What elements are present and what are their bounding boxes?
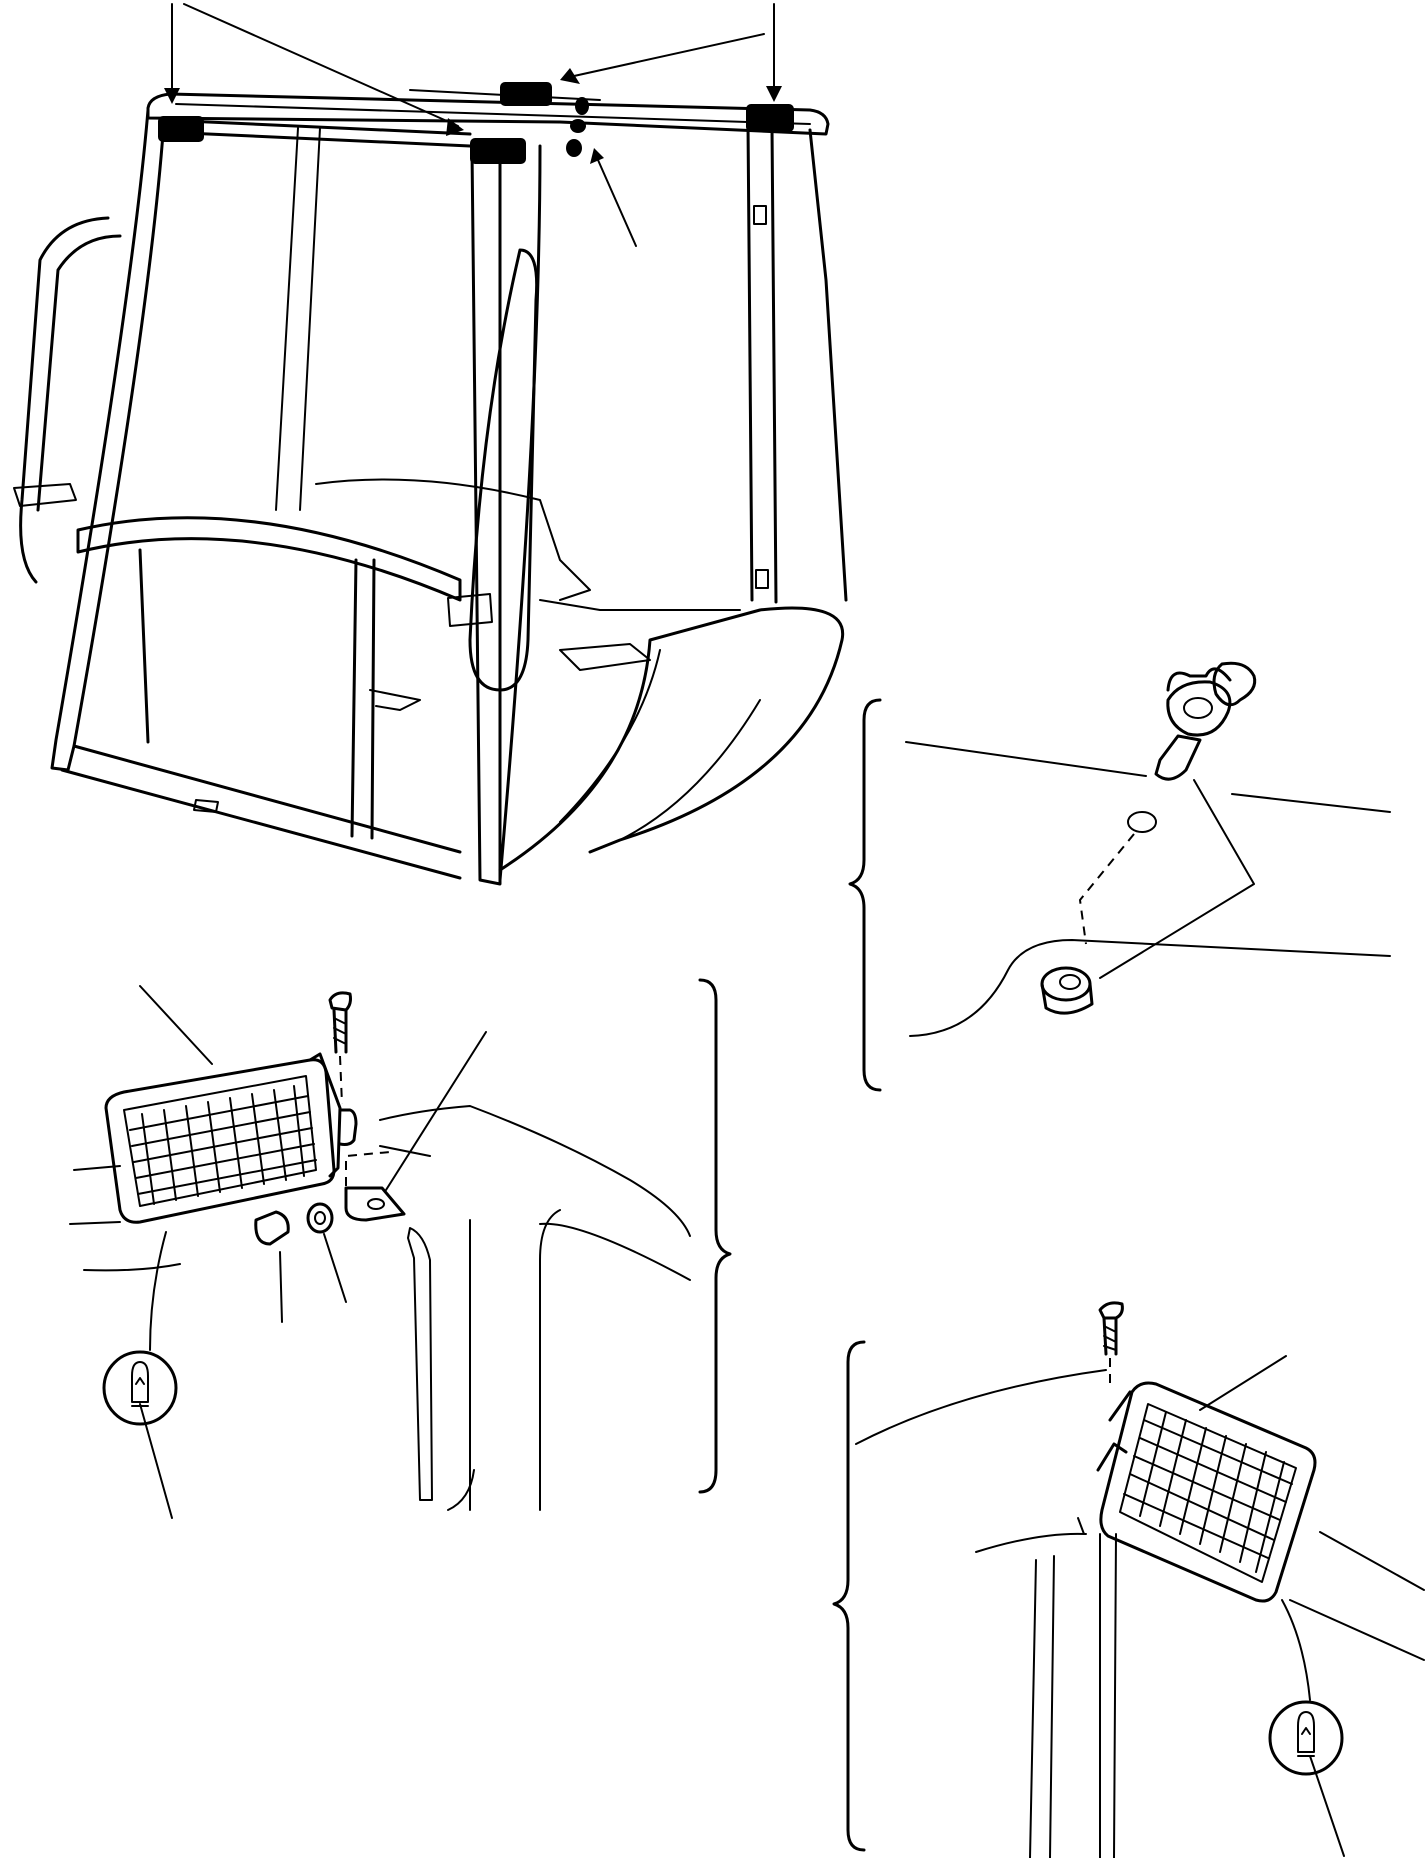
- socket-nut: [1040, 966, 1092, 1002]
- beacon-socket-mark-3: [566, 139, 582, 157]
- roof-edge-line-2: [1231, 793, 1391, 813]
- beacon-socket: [1040, 661, 1257, 1015]
- cab-roof: [146, 92, 830, 136]
- socket-shank: [1154, 734, 1202, 781]
- bulb-symbol-rear: [1268, 1700, 1344, 1776]
- roof-lamp-front-left: [158, 116, 204, 142]
- detail-brace-left: [698, 978, 732, 1494]
- socket-cap: [1212, 661, 1257, 707]
- rear-lamp-mount: [1096, 1390, 1132, 1472]
- lamp-washer: [306, 1202, 334, 1234]
- lamp-mount-boss: [338, 1108, 358, 1146]
- front-right-pillar: [470, 148, 502, 886]
- callout-leader-bulb: [139, 1403, 173, 1519]
- callout-leader-bracket: [385, 1031, 487, 1191]
- beacon-socket-mark-1: [575, 97, 589, 115]
- lamp-housing-side: [308, 1052, 342, 1178]
- rear-lamp-lens: [1119, 1403, 1297, 1583]
- callout-leader-washer: [323, 1233, 347, 1303]
- bulb-link-line: [149, 1231, 167, 1351]
- lamp-pivot-bolt: [254, 1210, 290, 1246]
- rear-work-lamp: [1096, 1381, 1317, 1603]
- socket-callout-leader: [1099, 779, 1255, 979]
- lower-front-panel: [138, 548, 376, 840]
- handrail-bracket: [13, 483, 77, 507]
- socket-flange: [1166, 680, 1232, 737]
- detail-brace-rear: [832, 1340, 866, 1852]
- rear-lamp-housing: [1099, 1381, 1317, 1603]
- overview-callouts: [164, 3, 782, 247]
- cab-overview: [13, 3, 848, 886]
- rear-pillar-bolt-2: [755, 569, 769, 589]
- fender-inner: [559, 649, 761, 841]
- callout-leader-4: [573, 33, 765, 77]
- beacon-socket-detail: [848, 661, 1391, 1092]
- callout-leader-5: [597, 159, 637, 247]
- windshield-top-bar: [162, 118, 472, 148]
- door-grab-rail: [468, 248, 539, 692]
- socket-washer: [1127, 811, 1157, 833]
- rear-cab-lines: [855, 1369, 1425, 1858]
- glass-divider: [275, 127, 321, 511]
- bracket-hole: [367, 1198, 385, 1210]
- rear-right-pillar: [746, 122, 848, 604]
- rear-bulb-link-line: [1281, 1599, 1311, 1701]
- socket-opening: [1183, 697, 1213, 719]
- callout-leader-bolt: [279, 1251, 283, 1323]
- cab-floor-edge: [60, 744, 462, 880]
- rear-work-lamp-detail: [832, 1301, 1425, 1858]
- callout-leader-2: [183, 3, 459, 127]
- door-bracket: [447, 593, 493, 627]
- rear-lamp-lens-grid: [1123, 1411, 1293, 1573]
- front-right-pillar-2: [498, 144, 542, 882]
- cab-interior: [315, 478, 741, 711]
- lamp-lens-grid: [129, 1085, 317, 1205]
- cab-body-lines: [69, 1105, 691, 1511]
- roof-lamp-rear-center: [500, 82, 552, 106]
- roof-edge-line-1: [905, 741, 1147, 777]
- callout-leader-lamp: [139, 985, 213, 1065]
- socket-cap-strap: [1166, 667, 1232, 692]
- roof-lamp-rear-right: [746, 104, 794, 132]
- detail-brace-right: [848, 698, 882, 1092]
- front-work-lamp-detail: [69, 978, 732, 1519]
- front-work-lamp: [104, 1052, 358, 1224]
- bulb-symbol-front: [102, 1350, 178, 1426]
- lamp-mount-bolt: [328, 991, 352, 1105]
- lamp-bracket: [344, 1186, 406, 1222]
- side-fender: [498, 606, 845, 872]
- socket-assembly-line: [1078, 833, 1135, 945]
- rear-pillar-bolt-1: [753, 205, 767, 225]
- left-handrail: [19, 216, 122, 584]
- rear-lamp-bolt: [1098, 1301, 1124, 1390]
- socket-nut-side: [1040, 982, 1094, 1015]
- roof-edge-line-3: [909, 939, 1391, 1037]
- beacon-socket-mark-2: [570, 119, 586, 133]
- lamp-lens: [123, 1075, 317, 1207]
- roof-lamp-front-right: [470, 138, 526, 164]
- callout-leader-rear-bulb: [1309, 1755, 1345, 1857]
- callout-leader-rear-lamp: [1199, 1355, 1287, 1411]
- front-left-pillar: [50, 108, 166, 772]
- socket-nut-hole: [1059, 974, 1081, 990]
- front-tab: [193, 799, 219, 813]
- waist-rail: [76, 516, 462, 602]
- bracket-assembly-line: [345, 1151, 391, 1186]
